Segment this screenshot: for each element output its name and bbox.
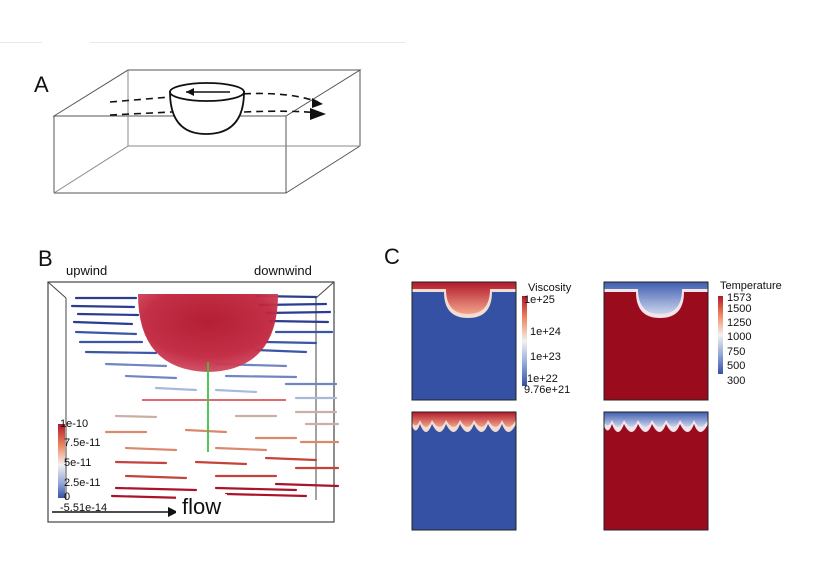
downwind-label: downwind xyxy=(254,263,312,278)
temperature-tick-5: 500 xyxy=(727,360,746,372)
panel-c-label: C xyxy=(384,244,400,269)
cb-b-tick-1: 7.5e-11 xyxy=(64,437,101,449)
viscosity-title: Viscosity xyxy=(528,282,572,294)
cb-b-tick-3: 2.5e-11 xyxy=(64,477,101,489)
temperature-tick-3: 1000 xyxy=(727,331,752,343)
viscosity-tick-0: 1e+25 xyxy=(524,294,555,306)
viscosity-tick-4: 9.76e+21 xyxy=(524,384,571,396)
temperature-tick-4: 750 xyxy=(727,346,746,358)
upwind-label: upwind xyxy=(66,263,108,278)
flow-label: flow xyxy=(176,494,228,520)
panel-b-label: B xyxy=(38,246,53,271)
cb-b-tick-0: 1e-10 xyxy=(60,418,89,430)
temperature-title: Temperature xyxy=(720,280,782,292)
panel-a-label: A xyxy=(34,72,49,97)
cb-b-tick-4: 0 xyxy=(64,491,71,503)
viscosity-tick-3: 1e+22 xyxy=(527,373,558,385)
viscosity-tick-2: 1e+23 xyxy=(530,351,561,363)
panel-b-velocity-field xyxy=(47,281,340,523)
top-rule-left xyxy=(0,42,42,43)
temperature-tick-2: 1250 xyxy=(727,317,752,329)
temperature-tick-0: 1573 xyxy=(727,292,752,304)
temperature-tick-6: 300 xyxy=(727,375,746,387)
top-rule-right xyxy=(90,42,405,43)
cb-b-tick-2: 5e-11 xyxy=(64,457,92,469)
cb-b-tick-5: -5.51e-14 xyxy=(60,502,108,514)
panel-c-fields xyxy=(411,281,723,531)
panel-a-box-diagram xyxy=(52,69,362,194)
viscosity-tick-1: 1e+24 xyxy=(530,326,561,338)
temperature-tick-1: 1500 xyxy=(727,303,752,315)
